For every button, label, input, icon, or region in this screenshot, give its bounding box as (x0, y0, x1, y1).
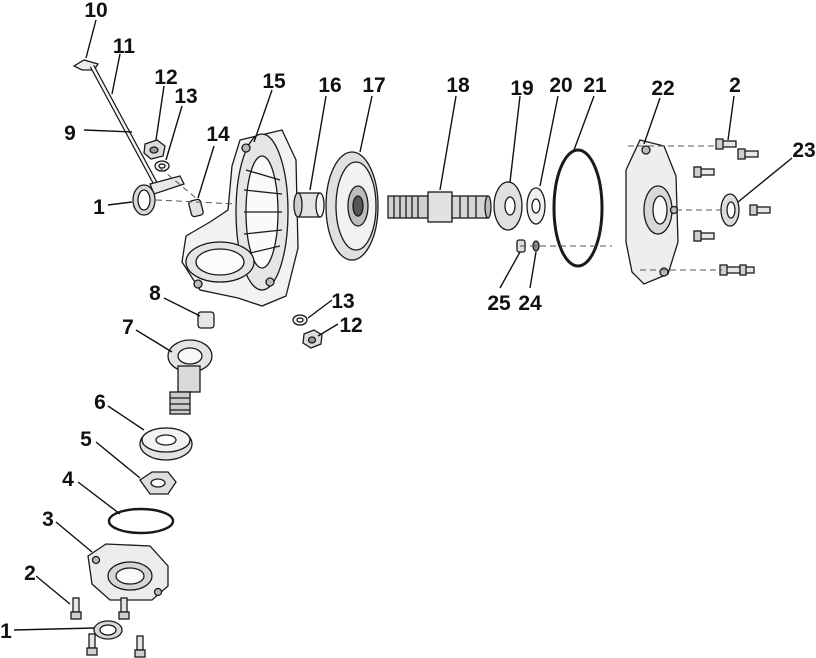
thrust-washer (526, 187, 546, 225)
gearcase-housing (181, 129, 299, 307)
callout-13-upper: 13 (174, 85, 197, 108)
callout-20: 20 (549, 74, 572, 97)
callout-23: 23 (792, 139, 815, 162)
upper-nut (143, 139, 166, 160)
pinion-nut (139, 471, 177, 495)
ring-gear (325, 151, 379, 261)
pinion-bushing (197, 311, 215, 329)
callout-14: 14 (206, 123, 230, 146)
callout-1-lower: 1 (0, 620, 12, 643)
pinion-shaft (167, 339, 213, 415)
callout-6: 6 (94, 391, 106, 414)
bushing (293, 192, 325, 218)
callout-labels: 10 11 9 12 13 14 15 16 17 18 19 20 21 22… (0, 0, 816, 643)
callout-3: 3 (42, 508, 54, 531)
leader-lines (13, 19, 793, 631)
callout-5: 5 (80, 428, 92, 451)
callout-2-lower: 2 (24, 562, 36, 585)
upper-oil-seal (132, 184, 156, 216)
pinion-cover (87, 543, 169, 601)
lower-oil-seal (93, 620, 123, 640)
callout-24: 24 (518, 292, 542, 315)
callout-12-lower: 12 (339, 314, 362, 337)
callout-15: 15 (262, 70, 286, 93)
callout-19: 19 (510, 77, 533, 100)
pinion-bearing (139, 427, 193, 461)
callout-25: 25 (487, 292, 511, 315)
callout-1-upper: 1 (93, 196, 105, 219)
callout-21: 21 (583, 74, 607, 97)
callout-11: 11 (113, 35, 136, 58)
callout-8: 8 (149, 282, 161, 305)
lower-washer (292, 314, 308, 326)
upper-washer (154, 160, 170, 172)
cover-o-ring (552, 148, 604, 268)
shaft-bearing (493, 181, 523, 231)
cover-bolt-set (693, 138, 771, 276)
assembly-centerlines (155, 145, 722, 271)
lower-nut (302, 329, 323, 349)
output-shaft (387, 191, 492, 223)
callout-12-upper: 12 (154, 66, 177, 89)
dipstick-assembly (72, 59, 185, 195)
callout-17: 17 (362, 74, 385, 97)
callout-7: 7 (122, 316, 134, 339)
callout-10: 10 (84, 0, 107, 22)
callout-4: 4 (62, 468, 74, 491)
callout-9: 9 (64, 122, 76, 145)
pinion-o-ring (107, 507, 175, 535)
drain-plug (188, 198, 204, 218)
gearcase-cover (625, 139, 679, 285)
callout-16: 16 (318, 74, 341, 97)
callout-13-lower: 13 (331, 290, 354, 313)
callout-18: 18 (446, 74, 470, 97)
output-seal (720, 193, 740, 227)
callout-22: 22 (651, 77, 674, 100)
pinion-cover-bolt-set (70, 597, 146, 658)
callout-2-right: 2 (729, 74, 741, 97)
